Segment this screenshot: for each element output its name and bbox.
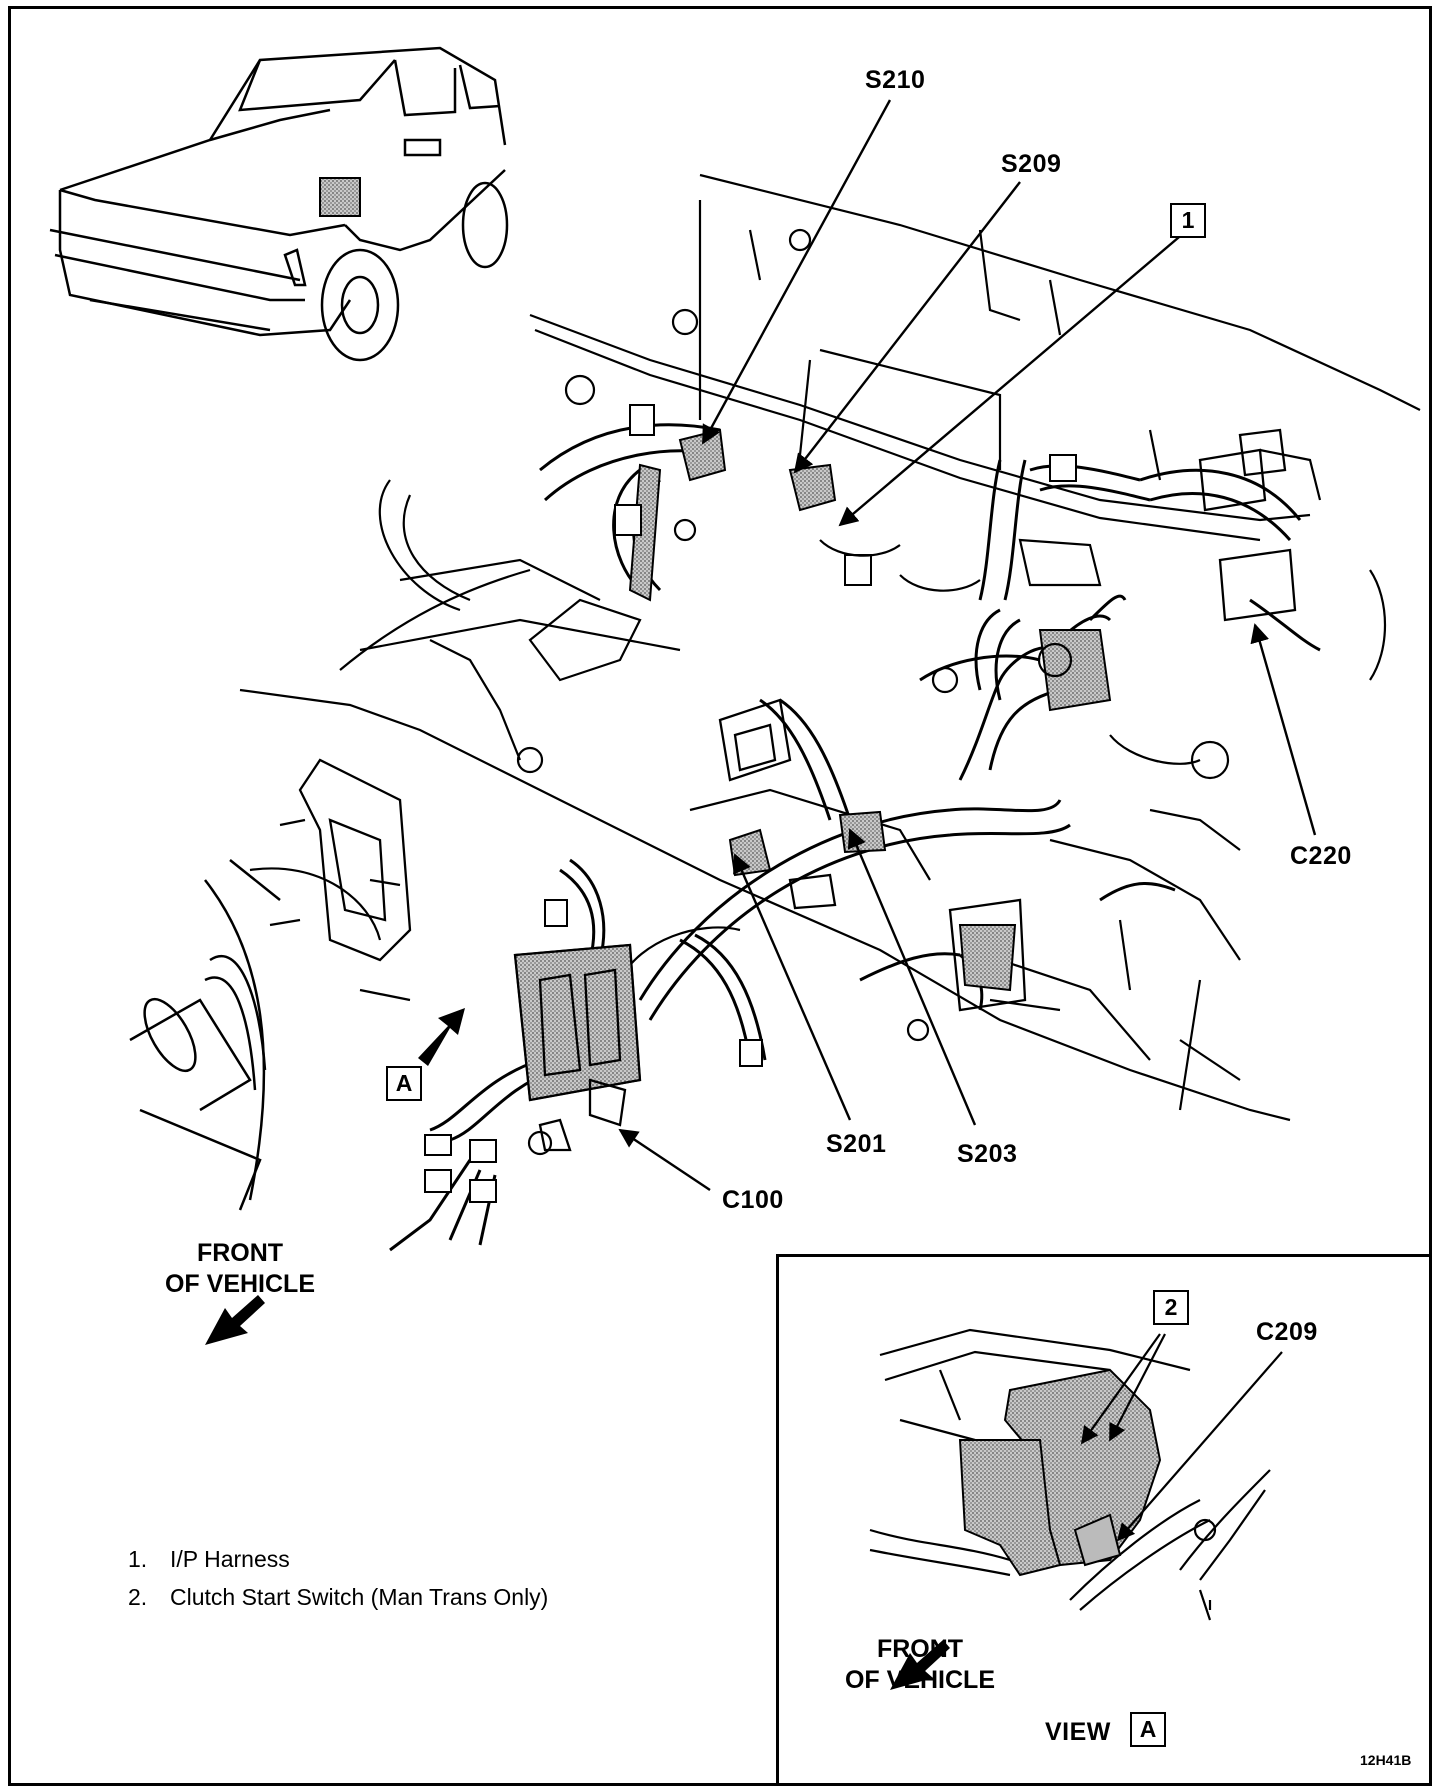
- connector-c100-label: C100: [722, 1186, 784, 1214]
- front-of-vehicle-main: FRONT OF VEHICLE: [150, 1238, 330, 1300]
- view-box-a: A: [1130, 1712, 1166, 1747]
- leader-c220: [1250, 623, 1317, 836]
- dashboard-structure: [239, 173, 1421, 1122]
- splice-s203-label: S203: [957, 1140, 1018, 1168]
- legend-text: Clutch Start Switch (Man Trans Only): [170, 1584, 549, 1610]
- leader-box2: [1080, 1333, 1161, 1445]
- figure-code: 12H41B: [1360, 1752, 1412, 1768]
- connector-c220-label: C220: [1290, 842, 1352, 870]
- front-of-vehicle-inset: FRONT OF VEHICLE: [830, 1634, 1010, 1696]
- leader-box1: [838, 231, 1186, 527]
- splice-s201-label: S201: [826, 1130, 887, 1158]
- legend-number: 2.: [128, 1584, 148, 1610]
- callout-box-2: 2: [1153, 1290, 1189, 1325]
- diagram-frame: [8, 6, 1432, 1786]
- leader-lines: [618, 99, 1317, 1191]
- front-line-1: FRONT: [196, 1239, 284, 1267]
- legend-item: 2. Clutch Start Switch (Man Trans Only): [128, 1578, 548, 1616]
- legend-item: 1. I/P Harness: [128, 1540, 548, 1578]
- clips-and-bolts: [516, 228, 1241, 1156]
- leader-c209: [1116, 1351, 1283, 1542]
- leader-s201: [733, 853, 852, 1121]
- vehicle-thumbnail: [49, 46, 509, 362]
- inset-illustration: [869, 1328, 1271, 1621]
- view-label: VIEW: [1045, 1718, 1111, 1746]
- steering-column: [129, 859, 281, 1211]
- view-a-inset-panel: [776, 1254, 1432, 1786]
- splice-s210-label: S210: [865, 66, 926, 94]
- shaded-sections: [513, 428, 1112, 1102]
- leader-s210: [701, 99, 892, 445]
- front-line-1: FRONT: [876, 1635, 964, 1663]
- legend-number: 1.: [128, 1546, 148, 1572]
- mounting-bracket: [269, 758, 412, 1002]
- connector-c209-label: C209: [1256, 1318, 1318, 1346]
- small-connectors: [424, 404, 1077, 1203]
- front-arrow-inset: [890, 1640, 950, 1690]
- location-marker: [319, 177, 361, 217]
- front-line-2: OF VEHICLE: [164, 1270, 315, 1298]
- legend: 1. I/P Harness 2. Clutch Start Switch (Man…: [128, 1540, 548, 1616]
- leader-box2b: [1109, 1333, 1166, 1442]
- callout-box-a: A: [386, 1066, 422, 1101]
- ecm-module: [513, 428, 1297, 1152]
- leader-c100: [618, 1128, 711, 1191]
- leader-s203: [847, 828, 977, 1126]
- leader-s209: [793, 181, 1021, 474]
- front-line-2: OF VEHICLE: [844, 1666, 995, 1694]
- front-arrow-main: [205, 1295, 265, 1345]
- callout-box-1: 1: [1170, 203, 1206, 238]
- inset-leader-lines: [1080, 1333, 1283, 1542]
- splice-s209-label: S209: [1001, 150, 1062, 178]
- legend-text: I/P Harness: [170, 1546, 290, 1572]
- view-a-arrow: [418, 1008, 465, 1066]
